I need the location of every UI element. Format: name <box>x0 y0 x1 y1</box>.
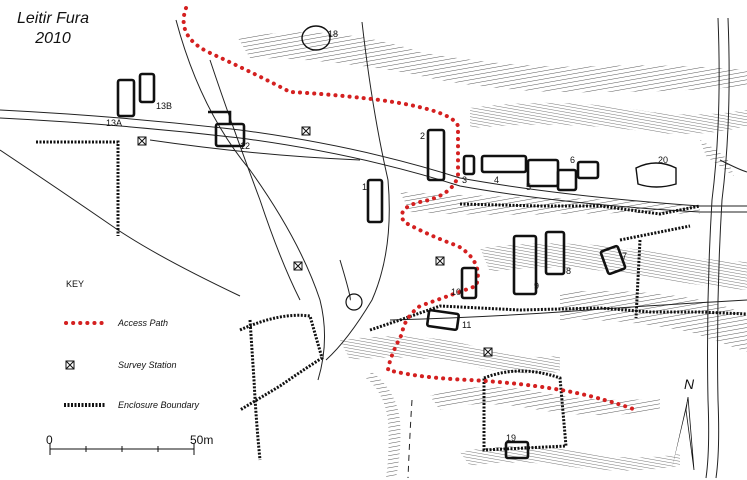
boundary-north-field <box>459 202 701 216</box>
survey-station-5 <box>483 347 493 357</box>
boundary-west <box>36 140 120 236</box>
structure-label-1: 1 <box>362 182 368 192</box>
slope-south-east <box>560 291 747 352</box>
structure-6-outline <box>576 160 600 180</box>
structure-label-11: 11 <box>462 320 472 330</box>
field-line-e <box>719 159 747 173</box>
stream-south <box>407 399 413 479</box>
boundary-south-west-field <box>239 313 324 412</box>
key-access-path-label: Access Path <box>118 318 169 328</box>
slope-south-west <box>366 372 401 478</box>
structure-9-outline <box>512 234 538 296</box>
structure-4-outline <box>480 154 528 174</box>
stream-central <box>325 21 390 361</box>
key-enclosure-boundary-label: Enclosure Boundary <box>118 400 200 410</box>
structure-10-outline <box>460 266 478 300</box>
boundary-east-spur <box>619 224 691 242</box>
boundary-south-west-b <box>248 319 262 461</box>
structure-label-5: 5 <box>526 182 532 192</box>
slope-south <box>340 336 560 374</box>
structure-19-outline <box>504 440 530 460</box>
structure-13b-outline <box>138 72 156 104</box>
structure-18-outline <box>301 25 331 51</box>
stream-west-branch <box>175 19 325 381</box>
scale-start-label: 0 <box>46 433 53 447</box>
structure-pond-outline <box>345 293 363 311</box>
structure-label-4: 4 <box>494 175 500 185</box>
boundary-enclosure-19 <box>482 369 568 452</box>
structure-label-3: 3 <box>462 175 468 185</box>
map-year: 2010 <box>35 30 71 47</box>
north-arrow-icon <box>672 396 695 471</box>
slope-south-3 <box>460 446 680 471</box>
survey-station-1 <box>137 136 147 146</box>
structure-label-10: 10 <box>451 287 462 297</box>
scale-bar <box>49 443 195 455</box>
stream-tributary <box>339 259 351 301</box>
structure-8-outline <box>544 230 566 276</box>
survey-station-3 <box>293 261 303 271</box>
boundary-east-vertical <box>634 239 642 319</box>
survey-station-2 <box>301 126 311 136</box>
structure-11-outline <box>425 308 461 332</box>
structure-5b-outline <box>556 168 578 192</box>
structures <box>116 25 677 460</box>
structure-20-outline <box>635 162 677 188</box>
structure-label-8: 8 <box>566 266 572 276</box>
stream-east-b <box>715 17 730 479</box>
structure-5-outline <box>526 158 560 188</box>
structure-label-9: 9 <box>534 281 540 291</box>
survey-stations <box>137 126 493 357</box>
structure-label-6: 6 <box>570 155 576 165</box>
slope-mid-east <box>480 243 747 290</box>
field-line-a <box>149 139 361 161</box>
structure-label-13b: 13B <box>156 101 173 111</box>
north-label: N <box>684 376 695 392</box>
survey-station-4 <box>435 256 445 266</box>
structure-13a-outline <box>116 78 136 118</box>
key-survey-station-icon <box>65 360 75 370</box>
structure-label-2: 2 <box>420 131 426 141</box>
structure-label-20: 20 <box>658 155 669 165</box>
structure-label-19: 19 <box>506 433 517 443</box>
map-title: Leitir Fura <box>16 10 90 27</box>
structure-2-outline <box>426 128 446 182</box>
structure-3-outline <box>462 154 476 176</box>
key-symbols <box>64 321 108 407</box>
structure-1-outline <box>366 178 384 224</box>
key-heading: KEY <box>66 279 85 289</box>
slope-south-2 <box>430 386 660 415</box>
field-line-c <box>0 149 241 297</box>
key-survey-station-label: Survey Station <box>118 360 177 370</box>
slope-central <box>400 192 700 215</box>
structure-label-7: 7 <box>622 251 628 261</box>
field-line-b <box>209 59 301 301</box>
stream-east-a <box>705 17 720 479</box>
enclosure-boundaries <box>36 140 747 461</box>
boundary-middle <box>369 304 747 332</box>
terrain-slopes <box>238 32 747 478</box>
slope-north <box>238 32 747 93</box>
field-line-d <box>389 299 747 321</box>
structure-12-annex <box>208 110 232 124</box>
access-path <box>181 6 638 412</box>
scale-end-label: 50m <box>190 433 214 447</box>
track-main-a <box>0 109 747 207</box>
scale-bar-ticks <box>49 443 195 455</box>
slope-north-east <box>470 102 747 134</box>
structure-label-12: 12 <box>240 141 251 151</box>
structure-label-18: 18 <box>328 29 339 39</box>
structure-label-13a: 13A <box>106 118 123 128</box>
streams <box>0 17 747 479</box>
structure-7-outline <box>599 244 627 276</box>
track-main-b <box>0 117 747 213</box>
